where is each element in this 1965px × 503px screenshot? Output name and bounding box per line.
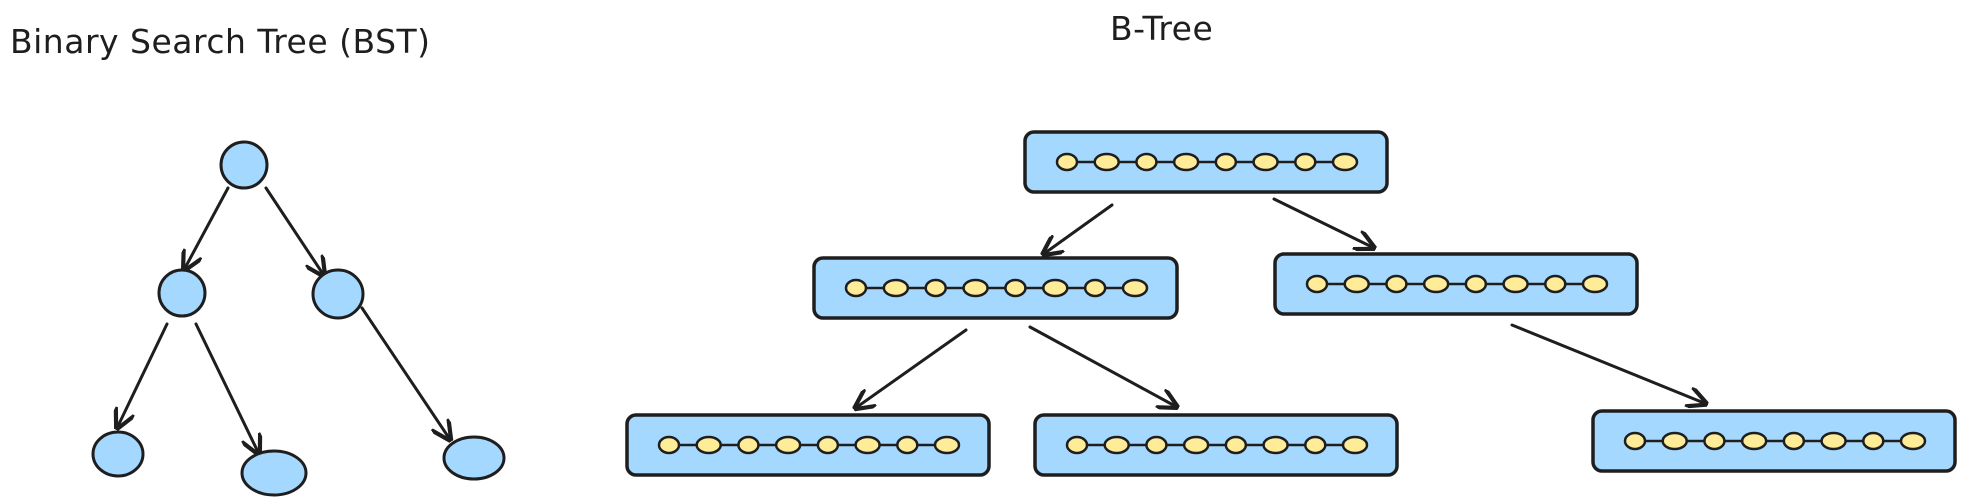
bst-node: [91, 430, 145, 478]
bst-node: [157, 268, 207, 318]
bst-edge: [194, 322, 258, 452]
btree-key: [1343, 274, 1370, 294]
btree-key: [1214, 152, 1238, 172]
btree-key: [1304, 435, 1327, 455]
btree-key: [1042, 278, 1069, 298]
bst-edge: [264, 186, 323, 274]
bst-node: [311, 268, 365, 320]
bst-node: [442, 435, 506, 481]
btree-key: [1623, 431, 1647, 451]
bst-node: [240, 449, 308, 497]
btree-key: [844, 278, 868, 298]
btree-key: [882, 278, 910, 298]
btree-key: [1385, 274, 1408, 294]
btree-key: [1899, 431, 1927, 451]
btree-key: [1703, 431, 1726, 451]
btree-key: [1422, 274, 1450, 294]
btree-node: [1591, 409, 1957, 473]
btree-key: [1103, 435, 1130, 455]
btree-key: [737, 435, 760, 455]
btree-key: [962, 278, 989, 298]
btree-key: [1341, 435, 1369, 455]
btree-key: [1331, 152, 1359, 172]
btree-key: [1661, 431, 1688, 451]
btree-key: [695, 435, 722, 455]
btree-key: [1055, 152, 1079, 172]
bst-edge: [360, 306, 449, 438]
bst-edge: [118, 322, 169, 426]
btree-node-root: [1023, 130, 1389, 194]
btree-key: [1544, 274, 1567, 294]
bst-nodes: [91, 140, 506, 497]
btree-key: [1581, 274, 1609, 294]
bst-node-root: [219, 140, 269, 190]
btree-key: [1083, 278, 1107, 298]
btree-key: [1862, 431, 1885, 451]
btree-key: [1145, 435, 1168, 455]
btree-key: [1172, 152, 1200, 172]
btree-key: [1294, 152, 1317, 172]
btree-key: [1262, 435, 1289, 455]
btree-key: [657, 435, 681, 455]
btree-key: [1135, 152, 1158, 172]
btree-key: [1093, 152, 1120, 172]
btree-key: [1820, 431, 1847, 451]
btree-key: [1464, 274, 1488, 294]
btree-key: [1502, 274, 1529, 294]
btree-key: [1182, 435, 1210, 455]
btree-edges: [857, 197, 1704, 407]
btree-edge: [1045, 203, 1114, 253]
btree-key: [1740, 431, 1768, 451]
btree-key: [1224, 435, 1248, 455]
btree-key: [1252, 152, 1279, 172]
bst-edges: [118, 186, 449, 452]
btree-edge: [857, 328, 968, 407]
btree-node: [1273, 252, 1639, 316]
btree-key: [1121, 278, 1149, 298]
btree-node: [1033, 413, 1399, 477]
btree-edge: [1028, 325, 1175, 406]
btree-key: [774, 435, 802, 455]
btree-key: [1305, 274, 1329, 294]
bst-edge: [185, 186, 230, 268]
btree-key: [933, 435, 961, 455]
btree-key: [854, 435, 881, 455]
btree-key: [1782, 431, 1806, 451]
btree-nodes: [625, 130, 1957, 477]
bst-title: Binary Search Tree (BST): [10, 22, 431, 61]
btree-key: [1004, 278, 1027, 298]
btree-title: B-Tree: [1110, 9, 1214, 48]
btree-edge: [1510, 323, 1704, 403]
btree-key: [1065, 435, 1089, 455]
btree-edge: [1272, 197, 1372, 247]
btree-key: [924, 278, 947, 298]
btree-key: [816, 435, 840, 455]
btree-node: [812, 256, 1179, 320]
btree-key: [896, 435, 919, 455]
btree-node: [625, 413, 991, 477]
